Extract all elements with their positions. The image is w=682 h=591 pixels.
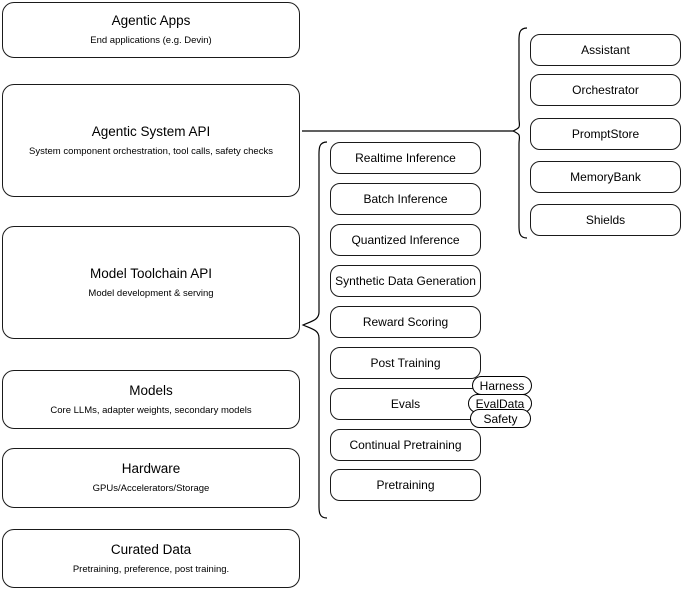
layer-subtitle: GPUs/Accelerators/Storage xyxy=(92,483,210,494)
toolchain-item-evals[interactable]: Evals xyxy=(330,388,481,420)
layer-title: Agentic Apps xyxy=(111,13,191,29)
layer-agentic-apps[interactable]: Agentic Apps End applications (e.g. Devi… xyxy=(2,2,300,58)
toolchain-item-post-training[interactable]: Post Training xyxy=(330,347,481,379)
toolchain-item-reward-scoring[interactable]: Reward Scoring xyxy=(330,306,481,338)
toolchain-item-synthetic-data-generation[interactable]: Synthetic Data Generation xyxy=(330,265,481,297)
layer-model-toolchain-api[interactable]: Model Toolchain API Model development & … xyxy=(2,226,300,339)
toolchain-item-pretraining[interactable]: Pretraining xyxy=(330,469,481,501)
toolchain-item-batch-inference[interactable]: Batch Inference xyxy=(330,183,481,215)
layer-agentic-system-api[interactable]: Agentic System API System component orch… xyxy=(2,84,300,197)
layer-subtitle: Model development & serving xyxy=(88,287,214,299)
layer-subtitle: End applications (e.g. Devin) xyxy=(90,35,212,46)
layer-title: Models xyxy=(129,382,173,398)
evals-pill-harness[interactable]: Harness xyxy=(472,376,532,395)
evals-pill-label: Harness xyxy=(479,378,525,393)
toolchain-item-label: Evals xyxy=(390,396,421,411)
layer-title: Curated Data xyxy=(110,541,192,557)
system-item-label: MemoryBank xyxy=(570,169,641,184)
layer-title: Model Toolchain API xyxy=(89,265,213,281)
toolchain-item-label: Batch Inference xyxy=(363,191,448,206)
layer-subtitle: Pretraining, preference, post training. xyxy=(72,563,230,575)
toolchain-item-continual-pretraining[interactable]: Continual Pretraining xyxy=(330,429,481,461)
toolchain-item-quantized-inference[interactable]: Quantized Inference xyxy=(330,224,481,256)
system-item-label: PromptStore xyxy=(571,126,640,141)
layer-title: Hardware xyxy=(121,461,181,477)
toolchain-item-label: Continual Pretraining xyxy=(349,437,462,452)
system-item-promptstore[interactable]: PromptStore xyxy=(530,118,681,150)
layer-title: Agentic System API xyxy=(91,123,211,139)
layer-curated-data[interactable]: Curated Data Pretraining, preference, po… xyxy=(2,529,300,588)
evals-pill-label: Safety xyxy=(483,411,518,426)
system-item-label: Assistant xyxy=(581,42,630,57)
evals-pill-label: EvalData xyxy=(475,396,525,411)
layer-models[interactable]: Models Core LLMs, adapter weights, secon… xyxy=(2,370,300,429)
layer-hardware[interactable]: Hardware GPUs/Accelerators/Storage xyxy=(2,448,300,508)
toolchain-item-label: Realtime Inference xyxy=(355,150,456,165)
toolchain-item-label: Quantized Inference xyxy=(351,232,460,247)
system-item-label: Orchestrator xyxy=(572,82,639,97)
system-item-assistant[interactable]: Assistant xyxy=(530,34,681,66)
system-components-brace xyxy=(511,27,528,239)
toolchain-item-label: Reward Scoring xyxy=(362,314,449,329)
system-item-orchestrator[interactable]: Orchestrator xyxy=(530,74,681,106)
toolchain-item-label: Post Training xyxy=(370,355,441,370)
layer-subtitle: System component orchestration, tool cal… xyxy=(29,145,273,157)
layer-subtitle: Core LLMs, adapter weights, secondary mo… xyxy=(50,404,252,416)
evals-pill-safety[interactable]: Safety xyxy=(470,409,531,428)
system-item-shields[interactable]: Shields xyxy=(530,204,681,236)
toolchain-item-label: Synthetic Data Generation xyxy=(335,273,476,288)
toolchain-brace xyxy=(301,141,328,519)
toolchain-item-label: Pretraining xyxy=(376,477,435,492)
system-item-label: Shields xyxy=(585,212,626,227)
system-item-memorybank[interactable]: MemoryBank xyxy=(530,161,681,193)
toolchain-item-realtime-inference[interactable]: Realtime Inference xyxy=(330,142,481,174)
